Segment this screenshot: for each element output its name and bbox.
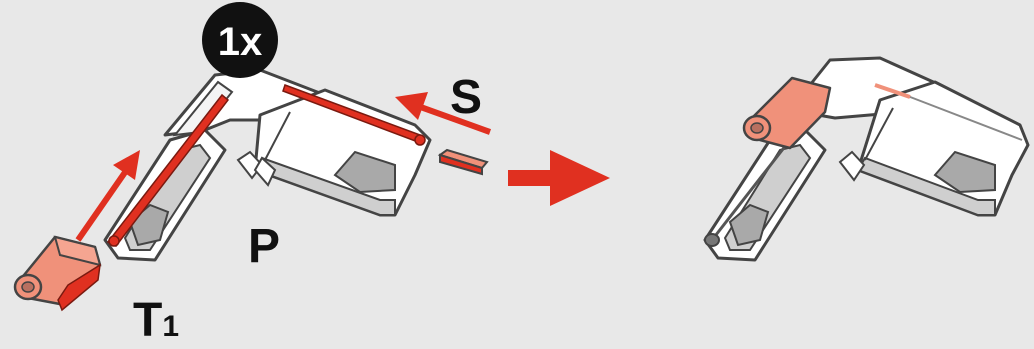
badge-text: 1x: [218, 20, 263, 64]
label-tip-sub: 1: [162, 310, 179, 343]
profile-assembly-after: [705, 58, 1028, 260]
slider-piece: [440, 150, 487, 174]
label-tip-main: T: [133, 294, 162, 347]
label-tip: T1: [133, 294, 179, 347]
label-profile: P: [248, 220, 280, 273]
quantity-badge: 1x: [202, 2, 278, 78]
tip-cap-t1: [15, 237, 100, 310]
label-slider: S: [450, 71, 482, 124]
transition-arrow: [508, 150, 610, 206]
